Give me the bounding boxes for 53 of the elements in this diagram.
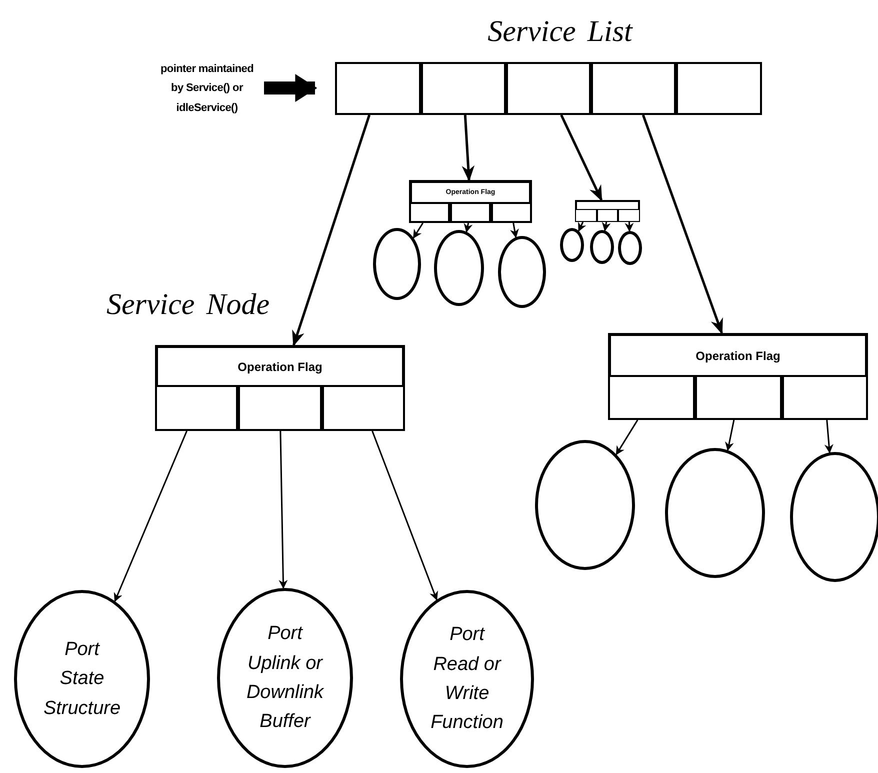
service-node-box: Operation Flag <box>608 333 868 420</box>
arrow <box>412 222 424 239</box>
pointer-cell <box>782 375 868 420</box>
circle <box>590 230 614 264</box>
arrow <box>624 222 634 232</box>
pointer-cell <box>676 62 762 115</box>
circle <box>373 228 421 300</box>
arrow <box>292 114 371 347</box>
pointer-cell <box>409 202 450 223</box>
service-node-box <box>575 200 640 222</box>
pointer-cell <box>450 202 491 223</box>
service-list-bar <box>335 62 762 115</box>
arrow <box>510 222 519 238</box>
pointer-cell <box>155 385 238 431</box>
port-ellipse: Port Read or Write Function <box>400 590 534 768</box>
arrow <box>616 420 638 456</box>
pointer-cell <box>238 385 322 431</box>
pointer-cell <box>575 209 597 222</box>
pointer-cell <box>322 385 405 431</box>
pointer-cell <box>618 209 640 222</box>
pointer-cell <box>506 62 591 115</box>
circle <box>665 448 765 578</box>
pointer-cell <box>695 375 782 420</box>
arrow <box>278 430 288 589</box>
pointer-note: pointer maintained by Service() or idleService() <box>150 58 264 120</box>
pointer-cell <box>421 62 506 115</box>
circle <box>498 236 546 308</box>
pointer-cell <box>491 202 532 223</box>
pointer-cell <box>335 62 421 115</box>
circle <box>434 230 484 306</box>
circle <box>560 228 584 262</box>
circle <box>618 231 642 265</box>
diagram-heading: Service List <box>486 14 634 50</box>
pointer-cell <box>591 62 676 115</box>
arrow <box>578 222 586 232</box>
arrow <box>725 420 735 452</box>
arrow <box>560 114 603 202</box>
arrow <box>372 430 438 600</box>
circle <box>790 452 878 582</box>
thick-arrow <box>264 77 318 99</box>
arrow <box>602 222 611 232</box>
arrow <box>464 222 473 233</box>
pointer-cell <box>597 209 618 222</box>
port-ellipse: Port Uplink or Downlink Buffer <box>217 588 353 768</box>
circle <box>535 440 635 570</box>
arrow <box>114 430 188 602</box>
arrow <box>824 420 834 454</box>
diagram-heading: Service Node <box>108 287 268 323</box>
arrow <box>462 114 475 182</box>
pointer-cell <box>608 375 695 420</box>
service-node-box: Operation Flag <box>155 345 405 431</box>
port-ellipse: Port State Structure <box>14 590 150 768</box>
arrow <box>642 114 723 334</box>
